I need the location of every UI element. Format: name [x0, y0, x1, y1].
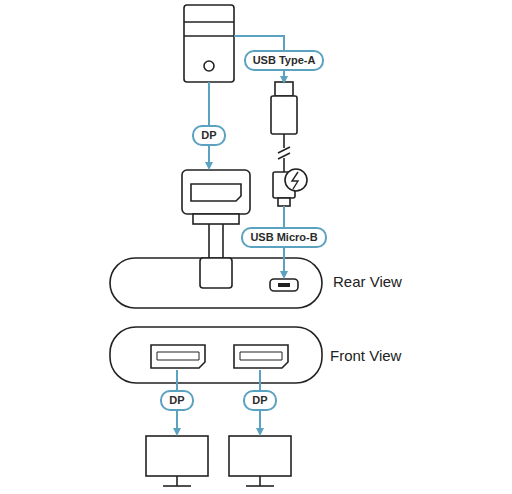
- cable-label: DP: [192, 125, 225, 146]
- cable-label: USB Type-A: [244, 50, 325, 71]
- cable-label: USB Micro-B: [241, 227, 326, 248]
- cable-label: DP: [243, 390, 276, 411]
- cable-label: DP: [160, 390, 193, 411]
- view-label: Rear View: [333, 273, 402, 291]
- view-label: Front View: [330, 347, 401, 365]
